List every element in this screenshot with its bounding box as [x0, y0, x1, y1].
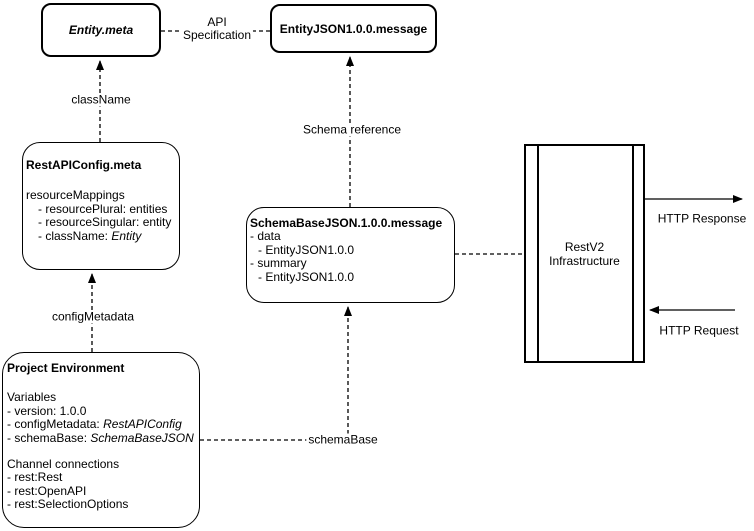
schema-base-value: SchemaBaseJSON	[90, 430, 194, 445]
version-item: - version: 1.0.0	[7, 403, 87, 418]
node-rest-api-config[interactable]: RestAPIConfig.meta resourceMappings - re…	[22, 142, 180, 270]
api-spec-line1: API	[207, 15, 227, 29]
schema-data-item: - data	[250, 229, 281, 244]
api-spec-line2: Specification	[182, 28, 252, 42]
node-entity-meta[interactable]: Entity.meta	[41, 3, 161, 57]
restv2-right-bar	[632, 146, 634, 361]
node-schema-base-title: SchemaBaseJSON.1.0.0.message	[250, 216, 443, 230]
schema-data-entityjson-item: - EntityJSON1.0.0	[258, 242, 355, 257]
resource-mappings-heading: resourceMappings	[26, 188, 125, 203]
restv2-label-line2: Infrastructure	[549, 253, 620, 268]
edge-label-schema-base: schemaBase	[306, 432, 380, 447]
node-restv2-infrastructure[interactable]: RestV2 Infrastructure	[524, 144, 645, 363]
edge-schema-base	[200, 306, 352, 441]
schema-base-item: - schemaBase: SchemaBaseJSON	[7, 430, 199, 445]
edge-label-http-response: HTTP Response	[655, 211, 749, 226]
node-rest-api-config-title: RestAPIConfig.meta	[26, 158, 142, 172]
node-entityjson-title: EntityJSON1.0.0.message	[279, 21, 428, 36]
channel-rest-rest-item: - rest:Rest	[7, 470, 63, 485]
classname-item: - className: Entity	[26, 228, 179, 243]
edge-label-config-metadata: configMetadata	[49, 309, 137, 324]
edge-label-api-specification: API Specification	[180, 15, 254, 42]
classname-item-prefix: - className:	[38, 228, 112, 243]
schema-base-prefix: - schemaBase:	[7, 430, 91, 445]
node-entity-meta-title: Entity.meta	[68, 23, 134, 37]
classname-item-value: Entity	[111, 228, 142, 243]
resource-plural-item: - resourcePlural: entities	[38, 201, 168, 216]
edge-label-schema-reference: Schema reference	[300, 122, 404, 137]
node-entityjson-message[interactable]: EntityJSON1.0.0.message	[270, 4, 437, 53]
resource-singular-item: - resourceSingular: entity	[38, 215, 172, 230]
node-restv2-label: RestV2 Infrastructure	[549, 240, 620, 268]
node-project-environment-title: Project Environment	[7, 361, 125, 375]
restv2-label-line1: RestV2	[564, 239, 605, 254]
restv2-left-bar	[537, 146, 539, 361]
edge-label-http-request: HTTP Request	[657, 323, 741, 338]
channel-rest-selectionoptions-item: - rest:SelectionOptions	[7, 497, 129, 512]
schema-summary-entityjson-item: - EntityJSON1.0.0	[258, 269, 355, 284]
config-metadata-prefix: - configMetadata:	[7, 417, 104, 432]
channel-connections-heading: Channel connections	[7, 457, 120, 472]
variables-heading: Variables	[7, 390, 57, 405]
node-schema-base-message[interactable]: SchemaBaseJSON.1.0.0.message - data - En…	[246, 207, 455, 303]
node-project-environment[interactable]: Project Environment Variables - version:…	[2, 352, 200, 528]
channel-rest-openapi-item: - rest:OpenAPI	[7, 483, 87, 498]
schema-summary-item: - summary	[250, 256, 307, 271]
config-metadata-value: RestAPIConfig	[103, 417, 182, 432]
edge-label-classname: className	[69, 92, 133, 107]
config-metadata-item: - configMetadata: RestAPIConfig	[7, 418, 199, 431]
